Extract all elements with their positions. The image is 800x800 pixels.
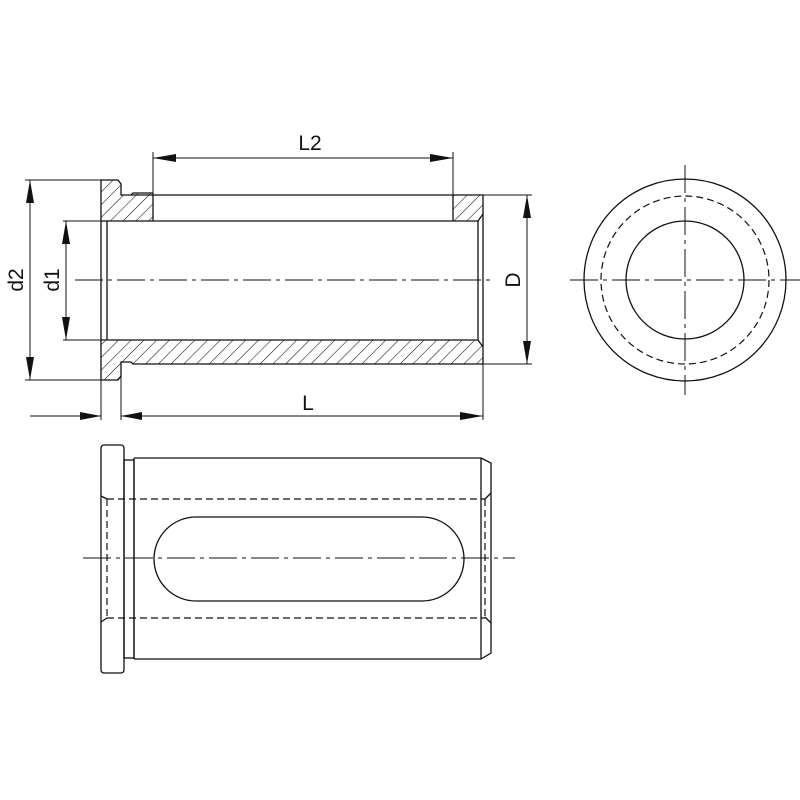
side-flange [100,444,125,674]
d1-arrow-bottom [62,317,70,340]
d1-label: d1 [41,268,64,291]
side-chamfer-right [480,457,492,660]
l2-label: L2 [298,132,321,155]
l-arrow-right [460,412,483,420]
section-view: L2 D d2 d1 L [5,132,532,420]
l2-arrow-right [430,154,453,162]
l-label: L [302,392,314,415]
d-label: D [502,272,525,287]
hatch-top-right [453,195,483,221]
chamfer-bottom [477,339,484,348]
l-arrow-left [121,412,142,420]
flange-arrow [80,412,101,420]
end-view [570,165,800,395]
d1-arrow-top [62,221,70,244]
d2-label: d2 [5,268,28,291]
hidden-circle [600,195,770,365]
side-neck [123,459,135,659]
d2-arrow-top [26,180,34,203]
bore-circle [625,220,745,340]
side-flange-ticks [100,495,108,623]
slot-outline [153,516,465,602]
hatch-top [101,180,153,221]
d-arrow-bottom [523,341,531,364]
hatch-bottom [101,340,483,380]
flange-outline-top [100,179,153,221]
flange-outline-bottom [100,340,483,381]
side-view [83,444,515,674]
l2-arrow-left [153,154,176,162]
side-chamfer-ticks [484,492,492,624]
d2-arrow-bottom [26,357,34,380]
d-arrow-top [523,195,531,218]
chamfer-top [477,213,484,222]
